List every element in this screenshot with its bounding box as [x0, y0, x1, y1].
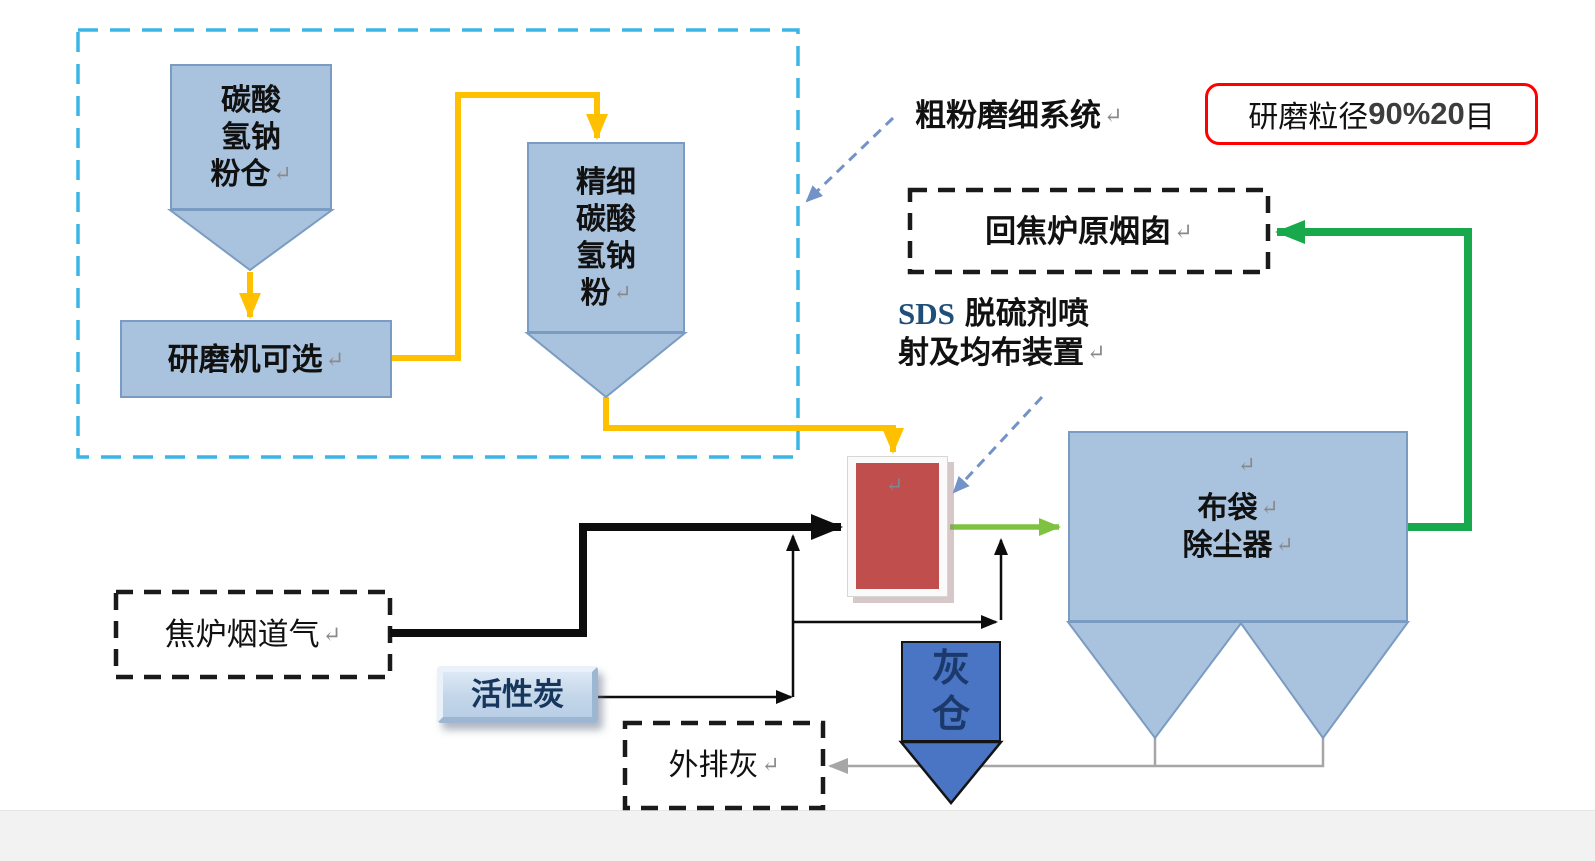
grinding-system-callout: 粗粉磨细系统 ↵ — [915, 96, 1123, 134]
grinder-box: 研磨机可选 ↵ — [120, 320, 392, 398]
bag-filter-text1: 布袋 — [1197, 491, 1258, 525]
return-mark: ↵ — [885, 473, 904, 497]
note-suffix: 目 — [1464, 101, 1495, 134]
return-mark: ↵ — [325, 346, 345, 372]
bag-filter-text2: 除尘器 — [1182, 528, 1273, 562]
bicarb-silo-label-line3: 粉仓 — [210, 157, 271, 191]
flue-gas-duct-arrow — [390, 514, 843, 637]
return-mark: ↵ — [1275, 532, 1294, 557]
activated-carbon-text: 活性炭 — [471, 677, 564, 712]
bicarb-silo-label: 粉仓 ↵ — [210, 156, 291, 193]
callout-arrow-grinding-system — [805, 116, 895, 203]
bagfilter-to-stack-arrow — [1275, 220, 1472, 531]
fine-silo-label: 碳酸 — [576, 202, 636, 236]
return-mark: ↵ — [761, 753, 780, 777]
fine-silo-label: 粉 ↵ — [580, 275, 631, 312]
ash-line-to-discharge-arrow — [828, 738, 1325, 774]
sds-en-text: SDS — [898, 296, 955, 331]
fine-silo-label: 氢钠 — [576, 239, 636, 273]
return-mark: ↵ — [322, 622, 342, 647]
return-stack-label: 回焦炉原烟囱 ↵ — [910, 190, 1268, 272]
yellow-arrow-fine-silo-to-reactor — [603, 397, 904, 454]
yellow-arrow-grinder-to-fine-silo — [392, 92, 608, 361]
grinding-system-callout-text: 粗粉磨细系统 — [915, 97, 1101, 133]
ash-silo-label-line2: 仓 — [931, 693, 970, 736]
fine-silo: 精细 碳酸 氢钠 粉 ↵ — [527, 142, 685, 333]
fine-silo-label-line4: 粉 — [580, 276, 611, 310]
sds-reactor: ↵ — [847, 456, 948, 597]
ash-discharge-text: 外排灰 — [668, 749, 759, 782]
ash-discharge-label: 外排灰 ↵ — [625, 723, 823, 808]
return-mark: ↵ — [1237, 453, 1256, 477]
bag-filter-label-line2: 除尘器 ↵ — [1182, 527, 1293, 564]
sds-injector-label: SDS 脱硫剂喷 射及均布装置 ↵ — [898, 294, 1198, 372]
return-mark: ↵ — [1087, 340, 1106, 365]
ash-silo-funnel — [898, 740, 1004, 805]
return-mark: ↵ — [1174, 218, 1193, 244]
note-prefix: 研磨粒径 — [1248, 101, 1369, 134]
bottom-gray-band — [0, 810, 1595, 861]
particle-size-note: 研磨粒径 90%20 目 — [1205, 83, 1538, 145]
ash-discharge-box — [622, 720, 826, 811]
return-mark: ↵ — [1260, 495, 1279, 520]
sds-line1-text: 脱硫剂喷 — [964, 296, 1089, 331]
activated-carbon: 活性炭 — [437, 666, 598, 723]
bicarb-silo: 碳酸 氢钠 粉仓 ↵ — [170, 64, 332, 210]
note-value: 90%20 — [1368, 96, 1465, 131]
grinder-label: 研磨机可选 — [167, 341, 323, 377]
bag-filter: ↵ 布袋 ↵ 除尘器 ↵ — [1068, 431, 1408, 622]
bicarb-silo-label: 氢钠 — [221, 120, 281, 154]
fine-silo-label: 精细 — [576, 165, 636, 199]
return-stack-box — [907, 187, 1271, 275]
sds-reactor-body — [856, 463, 939, 589]
bag-filter-label-line1: 布袋 ↵ — [1197, 490, 1278, 527]
flue-gas-text: 焦炉烟道气 — [164, 617, 320, 652]
sds-label-line1: SDS 脱硫剂喷 — [898, 294, 1089, 333]
ash-silo: 灰 仓 — [901, 641, 1001, 742]
bicarb-silo-funnel — [167, 209, 336, 272]
return-mark: ↵ — [273, 161, 292, 186]
grinding-system-frame — [76, 28, 800, 459]
sds-label-line2: 射及均布装置 ↵ — [898, 333, 1106, 372]
ash-silo-label-line1: 灰 — [931, 647, 970, 690]
return-stack-text: 回焦炉原烟囱 — [985, 213, 1172, 249]
callout-arrow-sds-injector — [952, 395, 1044, 494]
sds-line2-text: 射及均布装置 — [898, 335, 1084, 370]
return-mark: ↵ — [1104, 102, 1123, 128]
fine-silo-funnel — [524, 332, 688, 399]
bicarb-silo-label: 碳酸 — [221, 83, 281, 117]
bagfilter-hopper-left — [1066, 621, 1244, 740]
flue-gas-label: 焦炉烟道气 ↵ — [116, 592, 390, 677]
return-mark: ↵ — [613, 280, 632, 305]
bagfilter-hopper-right — [1238, 621, 1410, 740]
